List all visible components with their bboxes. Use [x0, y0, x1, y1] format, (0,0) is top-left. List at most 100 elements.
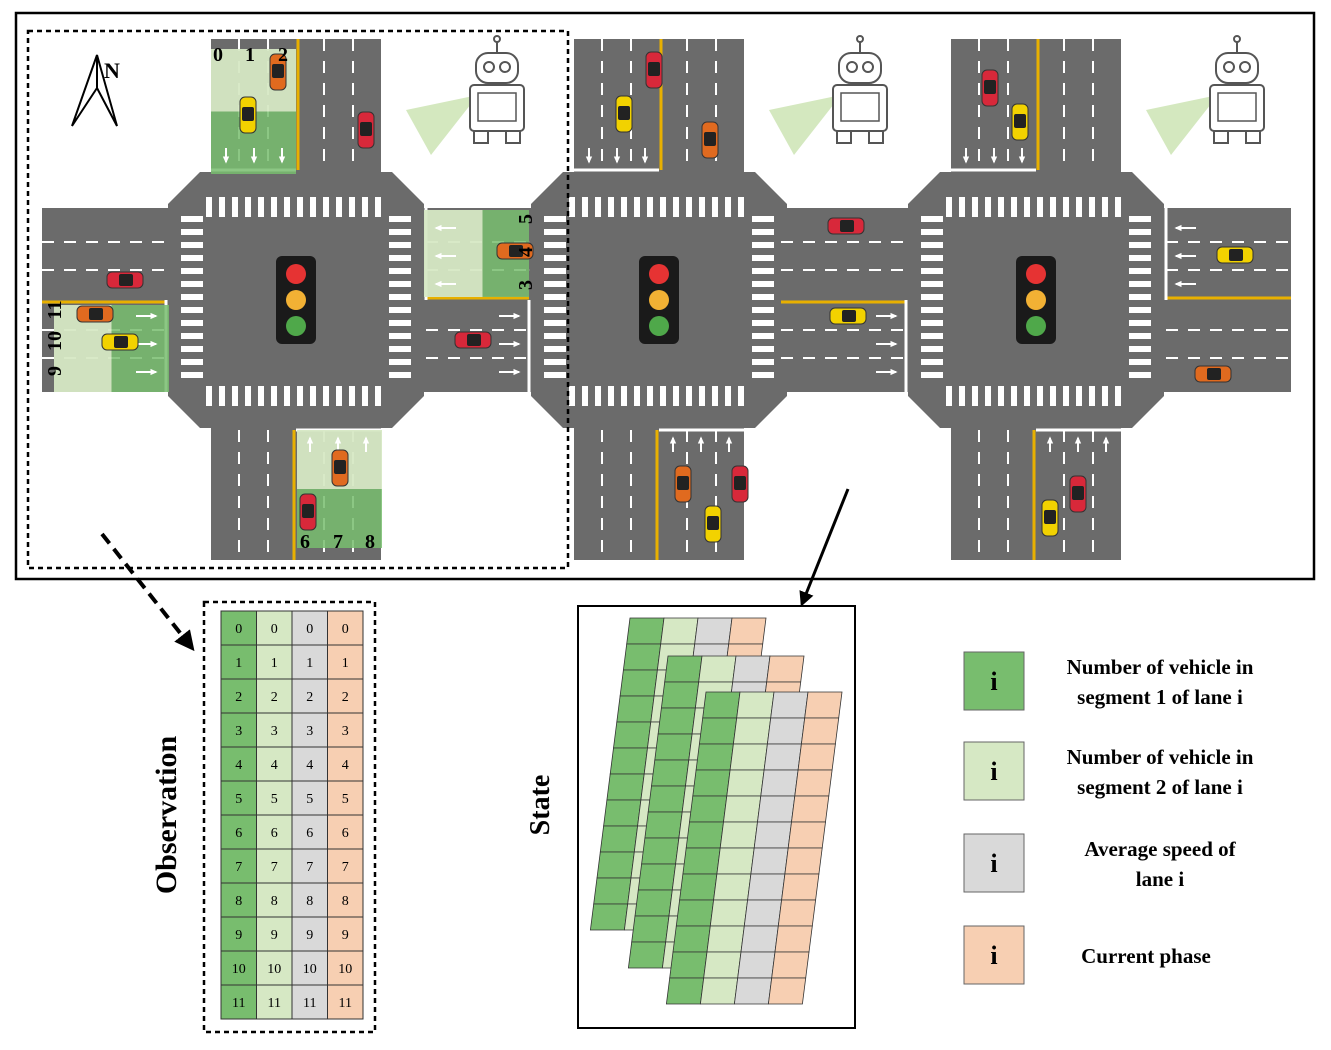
observation-cell [327, 712, 364, 748]
crosswalk-stripe [1129, 229, 1151, 235]
crosswalk-stripe [921, 216, 943, 222]
state-cell [728, 617, 767, 645]
intersection [781, 35, 1291, 560]
crosswalk-stripe [1129, 333, 1151, 339]
crosswalk-stripe [362, 197, 368, 217]
crosswalk-stripe [544, 320, 566, 326]
crosswalk-stripe [725, 197, 731, 217]
lane-number-3: 3 [515, 280, 537, 290]
state-cell [637, 863, 677, 891]
legend-swatch [963, 651, 1025, 711]
robot-head [475, 52, 519, 84]
lane-number-5: 5 [515, 214, 537, 224]
robot-eye [483, 61, 495, 73]
crosswalk-stripe [389, 333, 411, 339]
lane-number-2: 2 [278, 44, 288, 66]
crosswalk-stripe [699, 386, 705, 406]
crosswalk-stripe [181, 268, 203, 274]
crosswalk-stripe [1115, 197, 1121, 217]
observation-cell [291, 848, 328, 884]
sensor-beam [406, 95, 478, 155]
state-cell [729, 743, 768, 771]
crosswalk-stripe [181, 229, 203, 235]
crosswalk-stripe [297, 386, 303, 406]
crosswalk-stripe [712, 386, 718, 406]
state-box [577, 605, 856, 1029]
robot-screen [1217, 92, 1257, 122]
robot-leg [836, 130, 852, 144]
lane-number-10: 10 [44, 331, 66, 351]
legend-swatch [963, 833, 1025, 893]
crosswalk-stripe [752, 359, 774, 365]
crosswalk-stripe [569, 197, 575, 217]
state-cell [685, 821, 724, 849]
state-cell [589, 903, 629, 931]
state-cell [660, 681, 700, 709]
observation-cell-value: 7 [271, 860, 278, 875]
crosswalk-stripe [544, 255, 566, 261]
crosswalk-stripe [998, 386, 1004, 406]
compass-north-icon: N [71, 54, 120, 127]
observation-cell-value: 11 [268, 996, 281, 1011]
legend-symbol: i [990, 849, 997, 878]
crosswalk-stripe [1102, 197, 1108, 217]
crosswalk-stripe [219, 386, 225, 406]
crosswalk-stripe [1024, 197, 1030, 217]
observation-cell-value: 8 [342, 894, 349, 909]
state-cell [771, 951, 810, 979]
state-cell [698, 717, 738, 745]
crosswalk-stripe [349, 386, 355, 406]
crosswalk-stripe [1063, 386, 1069, 406]
crosswalk-stripe [985, 386, 991, 406]
crosswalk-stripe [389, 216, 411, 222]
state-cell [619, 669, 658, 697]
observation-cell-value: 2 [271, 690, 278, 705]
observation-cell-value: 6 [306, 826, 313, 841]
observation-cell-value: 7 [235, 860, 242, 875]
crosswalk-stripe [389, 307, 411, 313]
robot-leg [505, 130, 521, 144]
state-label: State [525, 775, 556, 836]
observation-cell [256, 882, 293, 918]
observation-cell [256, 950, 293, 986]
state-cell [766, 655, 805, 683]
lane-number-6: 6 [300, 531, 310, 553]
crosswalk-stripe [389, 255, 411, 261]
crosswalk-stripe [959, 386, 965, 406]
observation-cell-value: 4 [235, 758, 242, 773]
observation-cell-value: 4 [342, 758, 349, 773]
state-cell [651, 759, 690, 787]
crosswalk-stripe [245, 197, 251, 217]
crosswalk-stripe [297, 197, 303, 217]
crosswalk-stripe [582, 386, 588, 406]
state-cell [753, 821, 792, 849]
state-grid [589, 617, 843, 1005]
observation-cell [291, 916, 328, 952]
crosswalk-stripe [921, 372, 943, 378]
state-cell [747, 873, 786, 901]
state-cell [743, 899, 783, 927]
state-cell [736, 691, 775, 719]
crosswalk-stripe [1089, 386, 1095, 406]
observation-cell-value: 8 [271, 894, 278, 909]
lane-number-11: 11 [44, 301, 66, 320]
car-icon [1216, 246, 1254, 264]
crosswalk-stripe [595, 197, 601, 217]
observation-cell-value: 11 [303, 996, 316, 1011]
state-cell [706, 925, 745, 953]
crosswalk-stripe [232, 197, 238, 217]
robot-screen [477, 92, 517, 122]
observation-cell-value: 9 [235, 928, 242, 943]
observation-cell [256, 916, 293, 952]
state-cell [665, 977, 705, 1005]
crosswalk-stripe [1129, 242, 1151, 248]
yellow-light [286, 290, 306, 310]
car-icon [674, 465, 692, 503]
car-window [509, 245, 523, 257]
robot-eye [499, 61, 511, 73]
state-cell [777, 899, 817, 927]
car-window [302, 504, 314, 518]
state-cell [750, 847, 789, 875]
